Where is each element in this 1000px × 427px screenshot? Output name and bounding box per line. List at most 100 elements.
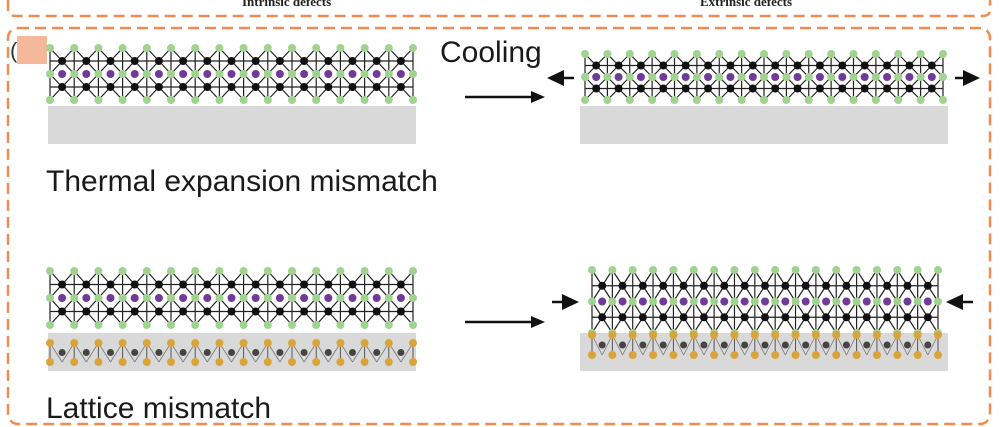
b-site-cation [614, 61, 623, 70]
top-frame [6, 0, 992, 18]
substrate-atom-dark [883, 341, 891, 349]
anion-atom [669, 266, 678, 274]
anion-atom [409, 96, 417, 104]
anion-atom [46, 267, 54, 275]
b-site-cation [300, 83, 309, 91]
substrate-atom [336, 358, 345, 366]
a-site-cation [203, 70, 212, 78]
anion-atom [384, 70, 393, 78]
b-site-cation [618, 281, 627, 290]
b-site-cation [300, 57, 309, 65]
substrate-atom [46, 358, 54, 366]
anion-atom [710, 266, 719, 274]
intrinsic-defects-label: Intrinsic defects [242, 0, 332, 9]
a-site-cation [862, 297, 871, 306]
b-site-cation [720, 281, 729, 290]
tension-arrow-right [955, 70, 980, 86]
anion-atom [167, 44, 175, 52]
a-site-cation [822, 297, 831, 306]
substrate-atom [118, 339, 127, 347]
anion-atom [737, 50, 746, 58]
b-site-cation [704, 84, 713, 93]
anion-atom [215, 267, 224, 275]
cooling-arrow [465, 91, 545, 103]
substrate-atom-dark [324, 349, 332, 356]
b-site-cation [227, 280, 236, 289]
a-site-cation [396, 294, 405, 302]
anion-atom [760, 73, 768, 81]
anion-atom [760, 50, 768, 58]
b-site-cation [130, 280, 139, 289]
substrate-atom [191, 339, 200, 347]
substrate-atom-dark [276, 349, 284, 356]
b-site-cation [396, 307, 405, 316]
a-site-cation [227, 70, 236, 78]
b-site-cation [740, 281, 749, 290]
substrate-atom-dark [82, 349, 90, 356]
b-site-cation [227, 57, 236, 65]
anion-atom [384, 267, 393, 275]
anion-atom [894, 96, 903, 104]
substrate-atom [263, 358, 272, 366]
anion-atom [360, 321, 369, 329]
lattice-lattice-left [46, 267, 417, 329]
b-site-cation [771, 61, 780, 70]
anion-atom [710, 297, 719, 306]
b-site-cation [681, 61, 690, 70]
a-site-cation [251, 294, 260, 302]
anion-atom [670, 50, 679, 58]
substrate-atom-dark [924, 341, 932, 349]
substrate-atom [142, 358, 151, 366]
anion-atom [581, 50, 589, 58]
anion-atom [934, 266, 942, 274]
anion-atom [312, 267, 321, 275]
substrate-atom [730, 331, 739, 339]
anion-atom [730, 297, 739, 306]
anion-atom [692, 73, 701, 81]
anion-atom [791, 297, 800, 306]
panel-frame [6, 26, 992, 426]
anion-atom [648, 73, 657, 81]
anion-atom [913, 297, 922, 306]
b-site-cation [842, 313, 851, 322]
anion-atom [167, 294, 175, 302]
b-site-cation [203, 57, 212, 65]
anion-atom [70, 294, 79, 302]
anion-atom [360, 70, 369, 78]
anion-atom [142, 96, 151, 104]
b-site-cation [227, 83, 236, 91]
b-site-cation [838, 84, 847, 93]
anion-atom [142, 321, 151, 329]
anion-atom [893, 297, 902, 306]
anion-atom [167, 96, 175, 104]
substrate-atom-dark [802, 341, 810, 349]
anion-atom [804, 96, 813, 104]
anion-atom [360, 44, 369, 52]
b-site-cation [203, 83, 212, 91]
anion-atom [312, 96, 321, 104]
anion-atom [336, 70, 345, 78]
b-site-cation [781, 281, 790, 290]
b-site-cation [842, 281, 851, 290]
a-site-cation [130, 70, 139, 78]
substrate-atoms-left [46, 339, 417, 366]
anion-atom [603, 73, 612, 81]
a-site-cation [58, 70, 67, 78]
b-site-cation [154, 83, 163, 91]
anion-atom [191, 294, 200, 302]
b-site-cation [815, 84, 824, 93]
b-site-cation [862, 281, 871, 290]
anion-atom [118, 44, 127, 52]
anion-atom [939, 50, 947, 58]
substrate-atom-dark [741, 341, 749, 349]
a-site-cation [638, 297, 647, 306]
b-site-cation [883, 61, 892, 70]
substrate-atom [628, 331, 637, 339]
substrate-atom [689, 331, 698, 339]
anion-atom [409, 70, 417, 78]
b-site-cation [638, 281, 647, 290]
substrate-atom-dark [720, 341, 728, 349]
anion-atom [336, 44, 345, 52]
b-site-cation [203, 280, 212, 289]
anion-atom [167, 70, 175, 78]
